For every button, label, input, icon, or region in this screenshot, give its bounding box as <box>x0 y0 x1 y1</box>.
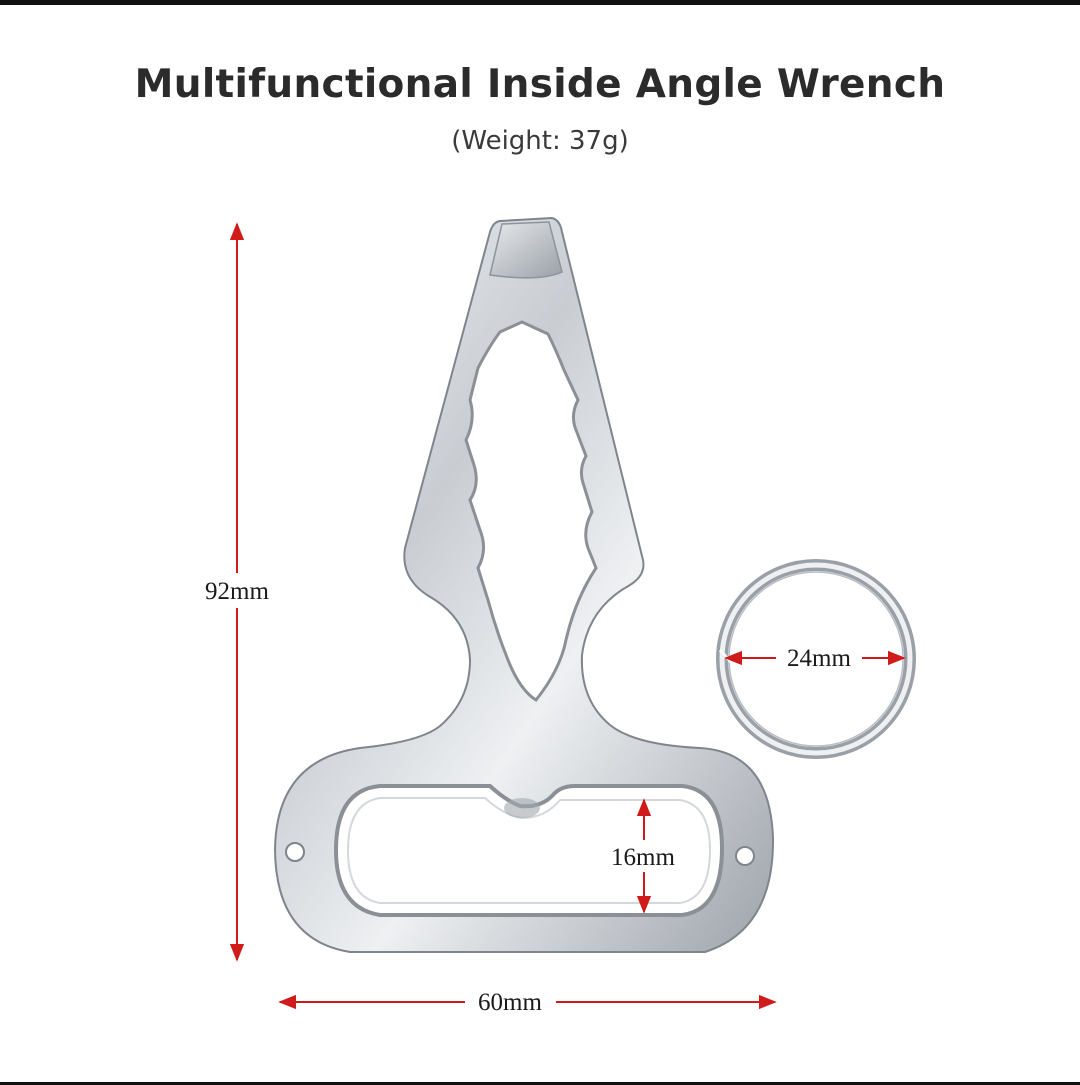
height-dimension: 92mm <box>205 222 269 962</box>
handle-inner-rim <box>346 797 712 904</box>
grip-cavity <box>464 320 598 702</box>
slot-dimension: 16mm <box>611 798 675 914</box>
bottom-border <box>0 1082 1080 1085</box>
center-notch <box>504 798 540 818</box>
page-title: Multifunctional Inside Angle Wrench <box>134 62 946 107</box>
top-border <box>0 0 1080 5</box>
ring-dimension: 24mm <box>724 645 906 672</box>
ring-label: 24mm <box>787 645 851 672</box>
right-hole <box>735 846 755 866</box>
width-label: 60mm <box>478 989 542 1016</box>
slot-label: 16mm <box>611 844 675 871</box>
wrench-tip <box>489 221 563 279</box>
weight-subtitle: (Weight: 37g) <box>451 126 629 156</box>
left-hole <box>285 842 305 862</box>
wrench-body <box>273 216 775 953</box>
height-label: 92mm <box>205 578 269 605</box>
width-dimension: 60mm <box>278 989 777 1016</box>
